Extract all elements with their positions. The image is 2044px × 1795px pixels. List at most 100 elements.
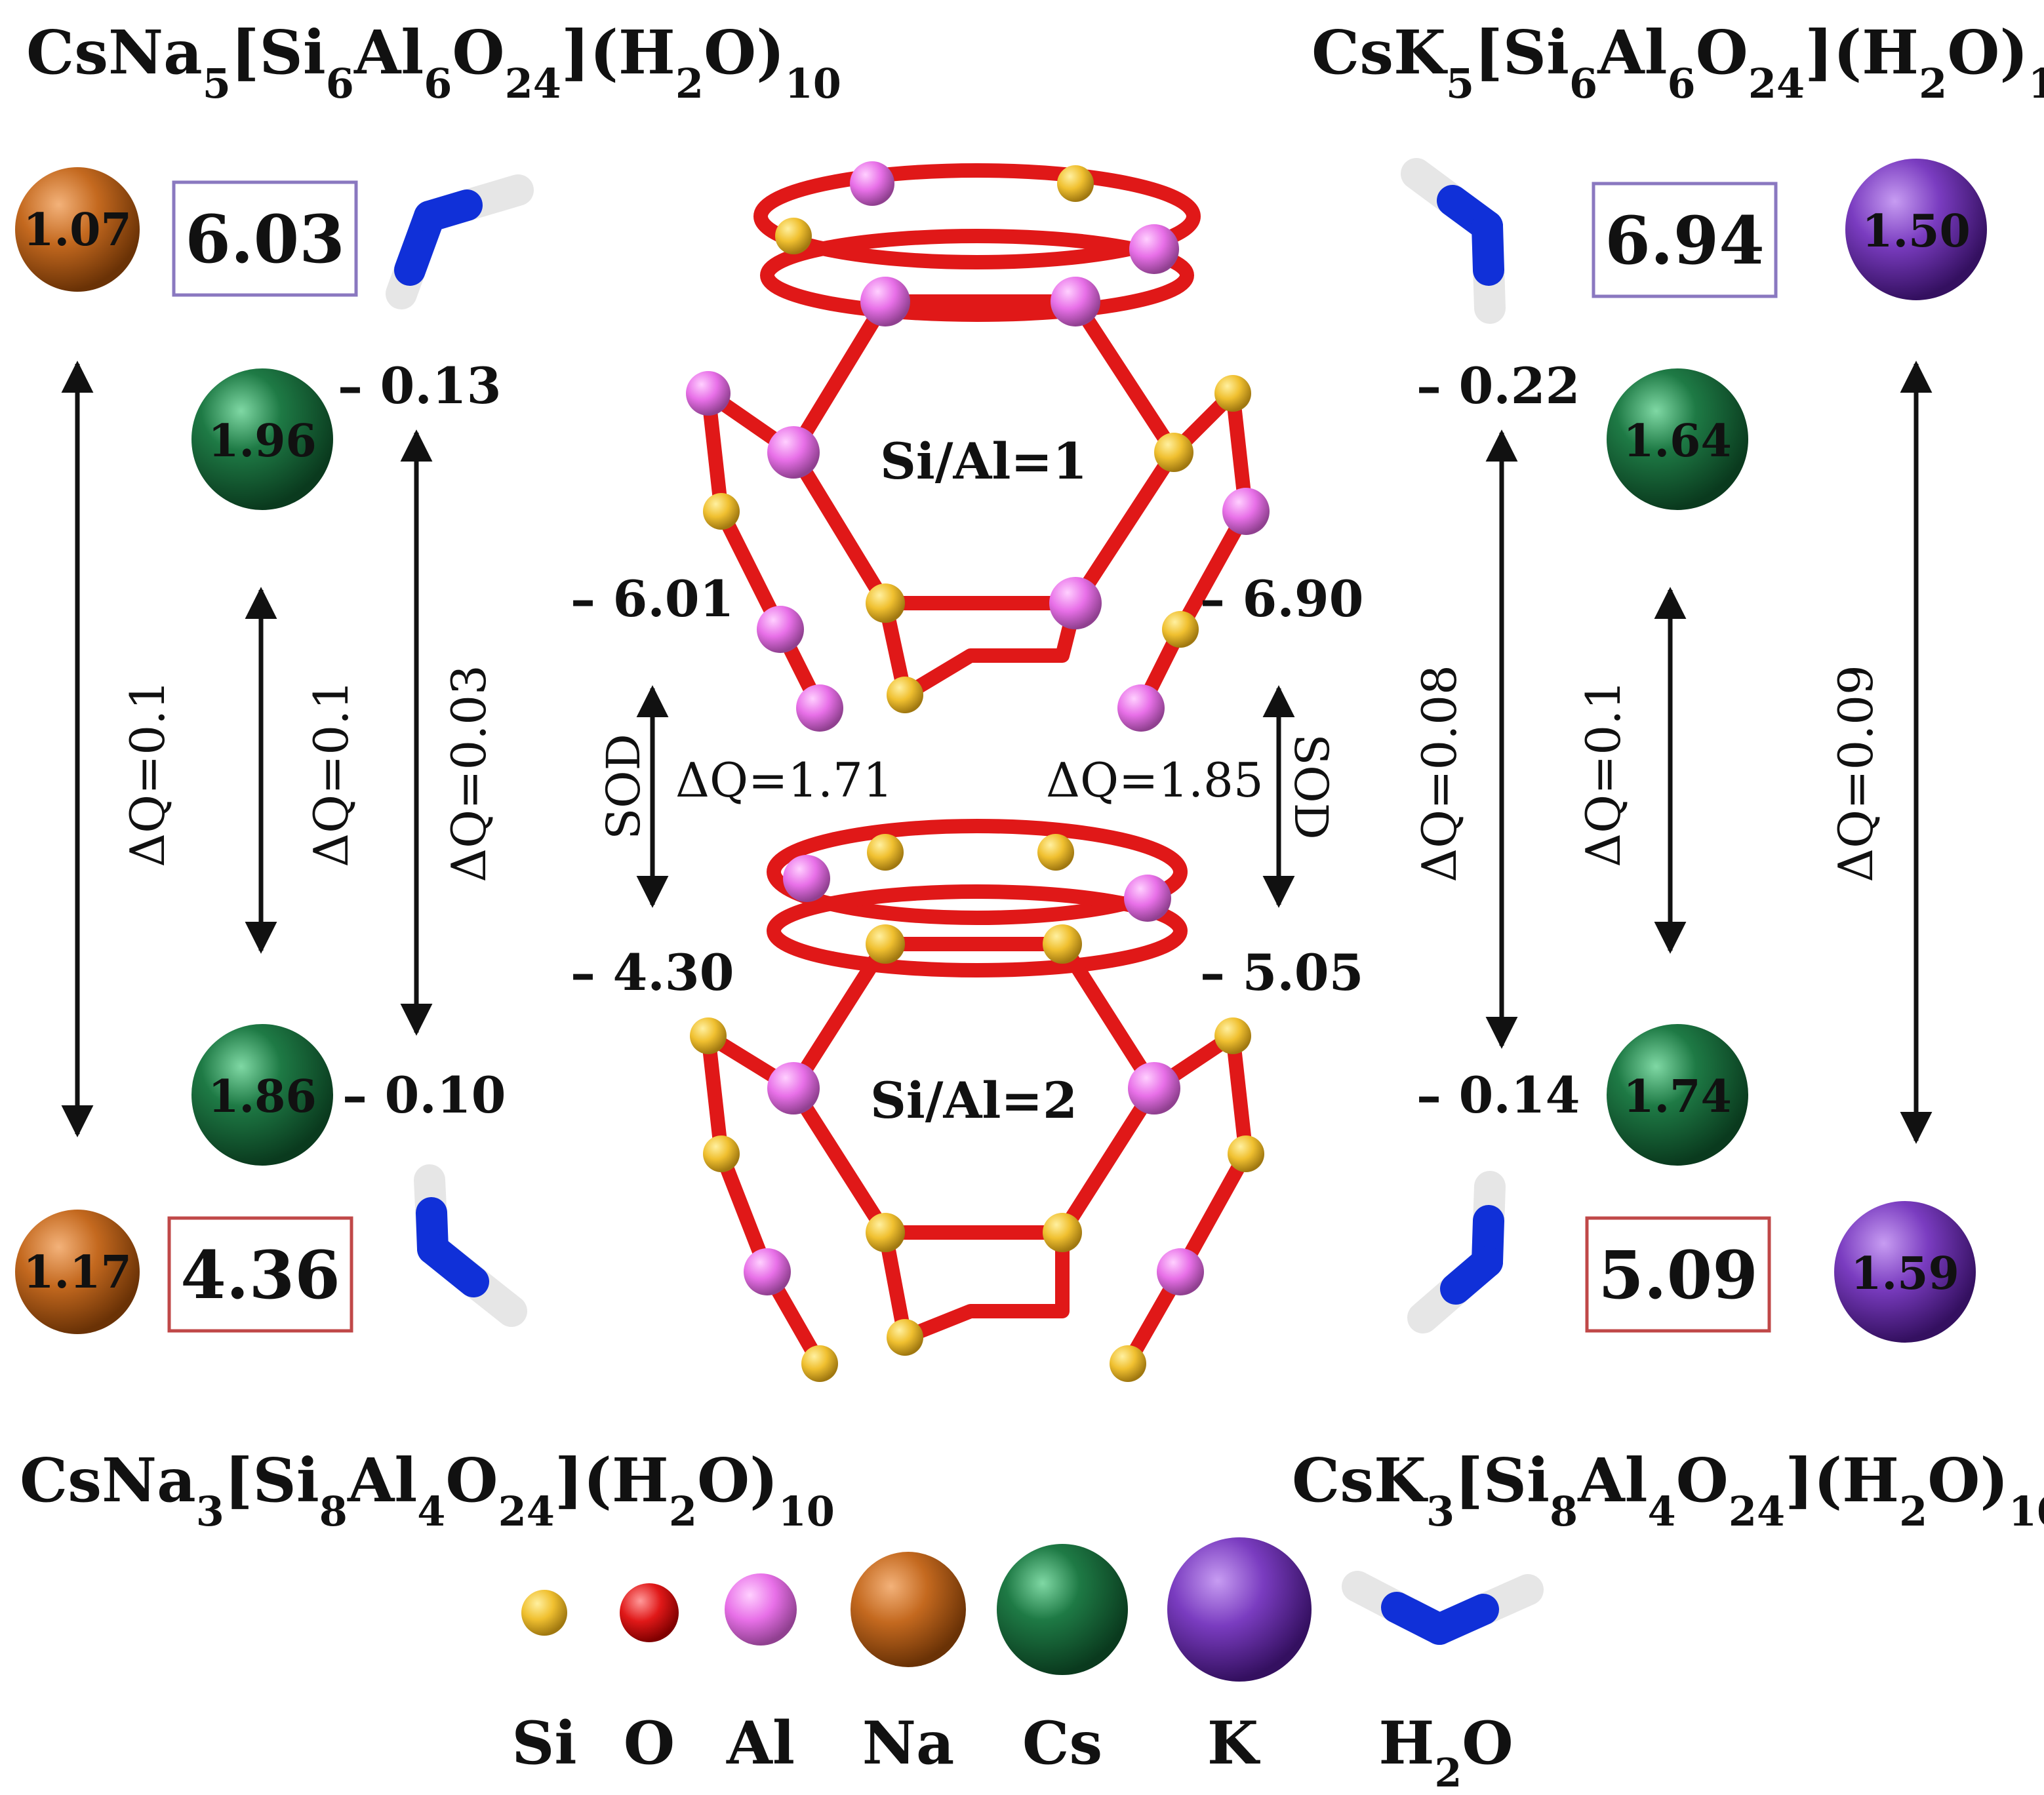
delta-q-left-outer: ΔQ=0.1: [120, 680, 175, 867]
energy-value-bottom-right: 5.09: [1598, 1236, 1758, 1314]
cs-ion-right-bottom: 1.74: [1607, 1024, 1748, 1166]
al-atom: [1129, 224, 1179, 274]
legend-si-label: Si: [511, 1708, 576, 1778]
delta-q-sod-right: ΔQ=1.85: [1046, 753, 1264, 808]
energy-value-top-left: 6.03: [185, 201, 345, 278]
energy-value-top-right: 6.94: [1605, 202, 1765, 279]
formula-part: O: [445, 1445, 498, 1516]
formula-part: ](H: [555, 1445, 669, 1516]
na-ion-top-label: 1.07: [23, 204, 132, 256]
si-atom: [887, 677, 923, 713]
sod-charge-left-bottom: – 4.30: [571, 943, 734, 1002]
formula-part: CsK: [1292, 1445, 1428, 1516]
legend-o-label: O: [624, 1708, 675, 1778]
water-charge-left-bottom: – 0.10: [342, 1066, 506, 1124]
cs-ion-left-top: 1.96: [191, 368, 333, 510]
al-atom: [1117, 684, 1165, 732]
cage-ring: [760, 229, 1194, 322]
sod-cage-top-atoms: [686, 161, 1270, 732]
legend-na-swatch: [851, 1552, 966, 1667]
formula-part: CsNa: [26, 17, 203, 88]
formula-sub: 2: [669, 1488, 697, 1535]
formula-part: Al: [1577, 1445, 1647, 1516]
cs-ion-left-top-label: 1.96: [208, 415, 317, 467]
formula-part: O: [452, 17, 504, 88]
formula-part: CsNa: [20, 1445, 196, 1516]
water-molecule-right-top: [1401, 158, 1506, 324]
si-atom: [1057, 165, 1094, 202]
energy-box-bottom-left: [167, 1216, 353, 1333]
formula-sub: 4: [417, 1488, 445, 1535]
k-ion-bottom-label: 1.59: [1851, 1248, 1959, 1300]
k-ion-top-label: 1.50: [1862, 205, 1971, 258]
sod-charge-left-top: – 6.01: [571, 570, 734, 628]
formula-part: O): [1947, 17, 2028, 88]
al-atom: [1128, 1062, 1180, 1114]
delta-q-left-middle: ΔQ=0.1: [304, 680, 359, 867]
formula-sub: 2: [675, 60, 704, 108]
formula-part: O: [1676, 1445, 1729, 1516]
al-atom: [783, 855, 830, 902]
sod-label-left: SOD: [597, 734, 651, 839]
legend-o-swatch: [620, 1583, 679, 1642]
si-atom: [775, 218, 812, 254]
water-molecule-left-top: [386, 174, 534, 309]
cs-ion-right-bottom-label: 1.74: [1623, 1071, 1732, 1123]
cs-ion-left-bottom-label: 1.86: [208, 1071, 317, 1123]
formula-sub: 8: [319, 1488, 348, 1535]
al-atom: [1222, 488, 1270, 535]
sod-cage-bottom-atoms: [690, 834, 1264, 1382]
formula-part: [Si: [1474, 17, 1569, 88]
si-atom: [1043, 924, 1082, 964]
energy-value-bottom-left: 4.36: [180, 1236, 340, 1314]
al-atom: [1051, 277, 1100, 326]
si-atom: [703, 1135, 740, 1172]
cage-edge: [1134, 386, 1253, 715]
energy-box-top-right: [1592, 182, 1778, 298]
cage-edge: [878, 596, 1083, 702]
legend-h2o-swatch: [1342, 1571, 1544, 1645]
formula-part: Al: [1597, 17, 1667, 88]
si-atom: [1037, 834, 1074, 871]
legend: Si O Al Na Cs K H2O: [511, 1537, 1544, 1795]
formula-sub: 6: [326, 60, 354, 108]
legend-h2o-sub: 2: [1434, 1750, 1462, 1795]
al-atom: [686, 371, 731, 416]
si-atom: [1043, 1213, 1082, 1252]
cs-ion-left-bottom: 1.86: [191, 1024, 333, 1166]
formula-part: Al: [347, 1445, 417, 1516]
legend-k-label: K: [1207, 1708, 1260, 1778]
cs-ion-right-top: 1.64: [1607, 368, 1748, 510]
formula-sub: 5: [1446, 60, 1474, 108]
formula-sub: 4: [1648, 1488, 1676, 1535]
delta-q-sod-left: ΔQ=1.71: [675, 753, 893, 808]
formula-part: O): [697, 1445, 778, 1516]
al-atom: [850, 161, 894, 206]
cage-label-top: Si/Al=1: [880, 432, 1087, 490]
legend-h2o-part: H: [1378, 1708, 1434, 1778]
cs-ion-right-top-label: 1.64: [1623, 415, 1732, 467]
cage-edge: [878, 1225, 1070, 1345]
si-atom: [703, 493, 740, 530]
formula-sub: 10: [2028, 60, 2044, 108]
formula-part: CsK: [1312, 17, 1448, 88]
energy-box-top-left: [172, 180, 358, 297]
formula-sub: 3: [196, 1488, 224, 1535]
formula-part: ](H: [1805, 17, 1919, 88]
na-ion-bottom-label: 1.17: [23, 1246, 132, 1299]
formula-sub: 6: [1569, 60, 1597, 108]
al-atom: [1049, 577, 1102, 629]
sod-charge-right-bottom: – 5.05: [1200, 943, 1364, 1002]
cage-ring: [753, 163, 1201, 269]
al-atom: [757, 606, 804, 653]
si-atom: [866, 924, 905, 964]
al-atom: [1124, 875, 1171, 922]
water-molecule-right-bottom: [1407, 1171, 1506, 1333]
k-ion-top: 1.50: [1845, 159, 1987, 300]
si-atom: [866, 583, 905, 623]
k-ion-bottom: 1.59: [1834, 1201, 1976, 1343]
formula-sub: 24: [505, 60, 561, 108]
formula-top-left: CsNa5[Si6Al6O24](H2O)10: [26, 17, 841, 108]
sod-charge-right-top: – 6.90: [1200, 570, 1364, 628]
formula-bottom-right: CsK3[Si8Al4O24](H2O)10: [1292, 1445, 2044, 1535]
